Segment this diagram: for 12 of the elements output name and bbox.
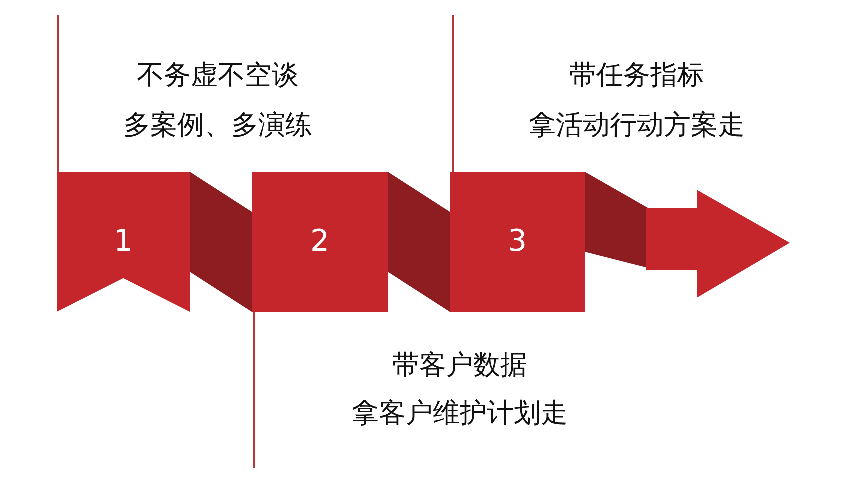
step-box xyxy=(450,172,585,312)
step-box xyxy=(252,172,388,312)
step-number: 1 xyxy=(114,227,134,257)
step-description: 带任务指标 xyxy=(570,60,704,92)
step-description: 多案例、多演练 xyxy=(124,110,312,142)
step-number: 2 xyxy=(310,227,330,257)
step-description: 拿活动行动方案走 xyxy=(529,110,745,142)
step-number: 3 xyxy=(508,227,528,257)
step-description: 带客户数据 xyxy=(392,350,528,382)
step-description: 不务虚不空谈 xyxy=(137,60,299,92)
step-description: 拿客户维护计划走 xyxy=(352,398,568,430)
step-box xyxy=(57,172,190,312)
